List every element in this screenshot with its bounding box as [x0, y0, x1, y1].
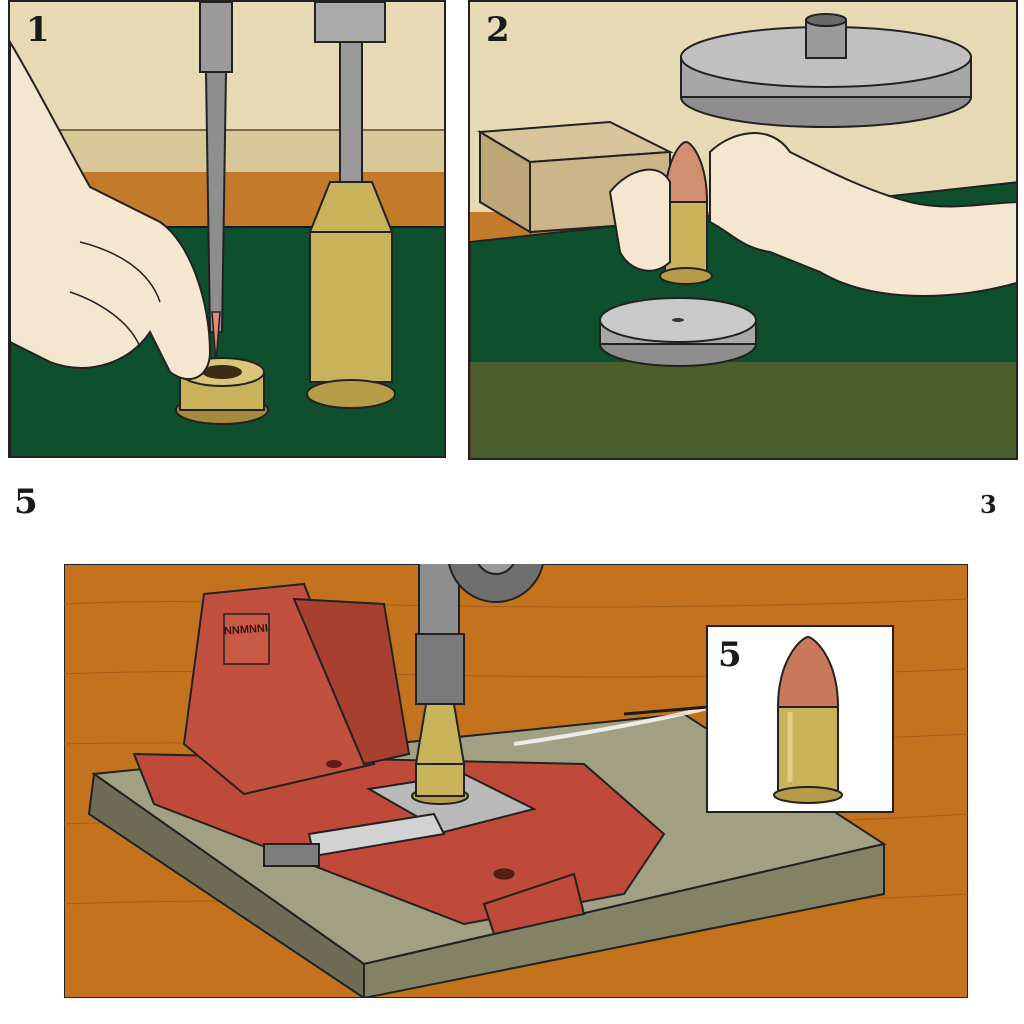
step-number-3: 3	[980, 490, 997, 519]
press-ram	[306, 2, 396, 409]
small-disk	[599, 297, 757, 367]
step-1-illustration	[10, 2, 444, 456]
finished-round-inset: 5	[706, 625, 894, 813]
step-number-2: 2	[486, 10, 510, 50]
die-assembly	[411, 564, 469, 805]
press-handle-rod	[263, 812, 446, 867]
press-illustration	[64, 564, 968, 998]
hand	[10, 40, 212, 381]
step-2-panel: 2	[468, 0, 1018, 460]
primer-seater	[175, 357, 269, 425]
hand	[608, 132, 1016, 297]
step-number-5-inset: 5	[718, 635, 742, 675]
step-1-panel: 1	[8, 0, 446, 458]
finished-round-illustration	[773, 635, 843, 804]
reloading-press-scene: NNMNNI	[64, 564, 968, 998]
cartridge	[659, 140, 713, 285]
step-number-5: 5	[14, 482, 38, 522]
step-2-illustration	[470, 2, 1016, 458]
tumbler-disk	[680, 13, 972, 128]
decapping-pin	[199, 2, 233, 363]
adjustment-wheel	[448, 564, 544, 603]
step-number-1: 1	[26, 10, 50, 50]
